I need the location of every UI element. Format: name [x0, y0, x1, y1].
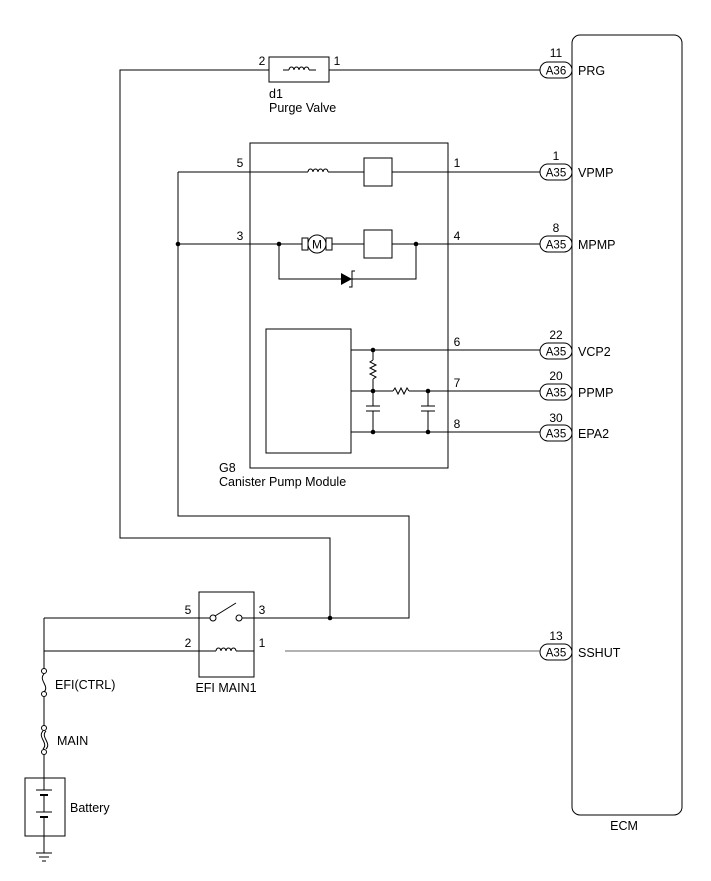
relay-switch-arm	[214, 602, 237, 617]
ecm-terminal-prg: 11 A36 PRG	[539, 46, 605, 79]
ecm-terminal-epa2: 30 A35 EPA2	[539, 411, 609, 442]
efi-ctrl-fuse-icon	[41, 673, 47, 693]
ecm-terminal-ppmp: 20 A35 PPMP	[539, 369, 613, 401]
connector-code: A35	[546, 347, 566, 359]
relay-name: EFI MAIN1	[195, 681, 256, 695]
battery-label: Battery	[70, 801, 110, 815]
fuse-terminal	[41, 691, 47, 697]
module-pin-6: 6	[454, 335, 461, 349]
terminal-pin-number: 8	[553, 221, 560, 235]
pump-driver-box	[363, 229, 393, 259]
zener-diode-bar	[349, 270, 355, 288]
connector-code: A35	[546, 429, 566, 441]
ecm-terminal-sshut: 13 A35 SSHUT	[539, 629, 621, 661]
connector-pill	[539, 342, 573, 360]
canister-pump-module: G8 Canister Pump Module 5 3 1 4 6 7 8 M	[178, 142, 540, 489]
canister-pump-module-code: G8	[219, 461, 236, 475]
relay-pin-2: 2	[185, 636, 192, 650]
motor-brush-right	[325, 237, 333, 251]
terminal-pin-number: 30	[549, 411, 563, 425]
main-fuse-label: MAIN	[57, 734, 88, 748]
junction-dot	[327, 615, 333, 621]
ecm-terminal-mpmp: 8 A35 MPMP	[539, 221, 616, 253]
purge-valve-pin-2: 2	[259, 54, 266, 68]
terminal-pin-number: 20	[549, 369, 563, 383]
ecm-box	[571, 34, 683, 816]
module-pin-4: 4	[454, 229, 461, 243]
efi-ctrl-fuse-label: EFI(CTRL)	[55, 678, 115, 692]
wire-module-to-relay	[177, 172, 410, 619]
junction-dot	[413, 241, 419, 247]
signal-name: PPMP	[578, 386, 613, 400]
purge-valve-pin-1: 1	[334, 54, 341, 68]
junction-dot	[175, 241, 181, 247]
connector-code: A35	[546, 648, 566, 660]
signal-name: SSHUT	[578, 646, 621, 660]
relay-pin-1: 1	[259, 636, 266, 650]
power-supply: EFI(CTRL) MAIN Battery	[24, 618, 115, 862]
zener-bypass-wire	[278, 244, 417, 280]
connector-code: A36	[546, 66, 566, 78]
wire-purge-valve-to-relay	[119, 69, 331, 618]
signal-name: VCP2	[578, 345, 611, 359]
purge-valve-code: d1	[269, 87, 283, 101]
relay-coil-icon	[215, 647, 237, 652]
terminal-pin-number: 1	[553, 149, 560, 163]
connector-pill	[539, 383, 573, 401]
purge-valve-coil-icon	[288, 66, 310, 71]
signal-name: EPA2	[578, 427, 609, 441]
ecm-terminal-vpmp: 1 A35 VPMP	[539, 149, 613, 181]
canister-pump-module-name: Canister Pump Module	[219, 475, 346, 489]
relay-pin-5: 5	[185, 603, 192, 617]
module-pin-8: 8	[454, 417, 461, 431]
vent-valve-coil-icon	[307, 168, 329, 173]
zener-diode-icon	[341, 273, 352, 285]
junction-dot	[276, 241, 282, 247]
relay-switch-contact	[235, 614, 243, 622]
fuse-terminal	[41, 749, 47, 755]
relay-pin-3: 3	[259, 603, 266, 617]
connector-pill	[539, 643, 573, 661]
purge-valve-name: Purge Valve	[269, 101, 336, 115]
efi-main1-relay: 5 3 2 1 EFI MAIN1	[44, 591, 333, 695]
pressure-sensor-box	[265, 328, 352, 454]
canister-pump-module-box	[249, 142, 449, 469]
connector-pill	[539, 424, 573, 442]
signal-name: MPMP	[578, 238, 616, 252]
fuse-terminal	[41, 725, 47, 731]
relay-box	[198, 591, 255, 678]
relay-switch-contact	[209, 614, 217, 622]
module-pin-3: 3	[237, 229, 244, 243]
module-pin-7: 7	[454, 376, 461, 390]
junction-dot	[425, 429, 431, 435]
resistor-icon	[368, 359, 378, 380]
junction-dot	[370, 429, 376, 435]
ecm: ECM	[571, 34, 683, 833]
connector-code: A35	[546, 388, 566, 400]
terminal-pin-number: 22	[549, 328, 563, 342]
main-fusible-link-icon	[40, 730, 49, 750]
vent-valve-box	[363, 157, 393, 187]
ecm-terminal-vcp2: 22 A35 VCP2	[539, 328, 611, 360]
signal-name: VPMP	[578, 166, 613, 180]
battery-box	[24, 777, 66, 837]
fuse-terminal	[41, 668, 47, 674]
module-pin-5: 5	[237, 156, 244, 170]
purge-valve: 2 1 d1 Purge Valve	[259, 54, 341, 115]
terminal-pin-number: 11	[550, 46, 563, 60]
ecm-label: ECM	[610, 819, 638, 833]
module-pin-1: 1	[454, 156, 461, 170]
motor-symbol: M	[312, 238, 322, 252]
motor-brush-left	[301, 237, 309, 251]
terminal-pin-number: 13	[549, 629, 563, 643]
connector-code: A35	[546, 240, 566, 252]
resistor-icon	[392, 386, 410, 396]
connector-code: A35	[546, 168, 566, 180]
signal-name: PRG	[578, 64, 605, 78]
